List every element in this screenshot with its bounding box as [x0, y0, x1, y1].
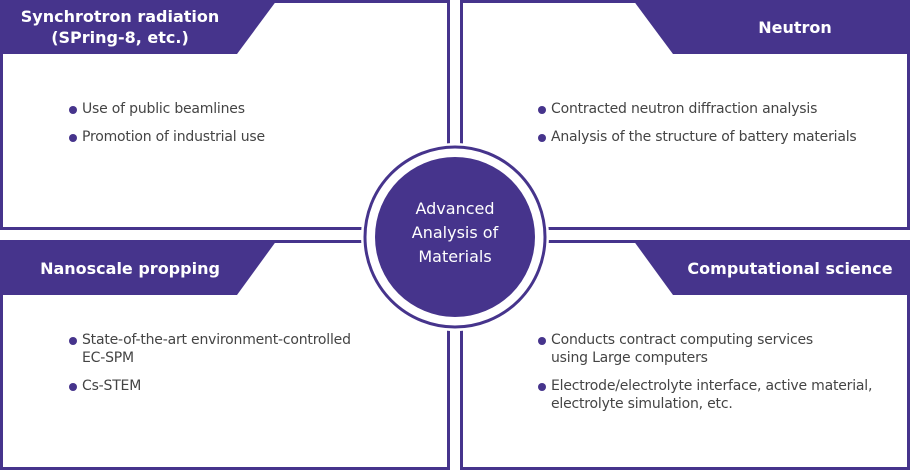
panel-title-nanoscale: Nanoscale propping [40, 259, 220, 278]
list-item: Conducts contract computing services usin… [537, 331, 872, 367]
list-item: Use of public beamlines [68, 100, 265, 118]
list-item: Electrode/electrolyte interface, active … [537, 377, 872, 413]
panel-title-computational: Computational science [687, 259, 893, 278]
banner-neutron [633, 0, 910, 54]
panel-title-neutron: Neutron [758, 18, 832, 37]
center-line: Materials [418, 247, 492, 266]
list-item: Promotion of industrial use [68, 128, 265, 146]
synchrotron-list: Use of public beamlines Promotion of ind… [68, 100, 265, 156]
neutron-list: Contracted neutron diffraction analysis … [537, 100, 857, 156]
item-line: Electrode/electrolyte interface, active … [551, 378, 873, 394]
center-line: Analysis of [411, 223, 499, 242]
center-circle [375, 157, 535, 317]
item-line: State-of-the-art environment-controlled [82, 332, 351, 348]
title-line: (SPring-8, etc.) [51, 28, 189, 47]
banner-synchrotron [0, 0, 277, 54]
center-line: Advanced [415, 199, 495, 218]
item-line: EC-SPM [82, 350, 134, 366]
list-item: Analysis of the structure of battery mat… [537, 128, 857, 146]
banner-computational [633, 240, 910, 295]
banner-nanoscale [0, 240, 277, 295]
list-item: Contracted neutron diffraction analysis [537, 100, 857, 118]
title-line: Synchrotron radiation [20, 7, 220, 26]
computational-list: Conducts contract computing services usin… [537, 331, 872, 423]
item-line: electrolyte simulation, etc. [551, 396, 733, 412]
item-line: Conducts contract computing services [551, 332, 813, 348]
item-line: using Large computers [551, 350, 708, 366]
panel-title-synchrotron: Synchrotron radiation (SPring-8, etc.) [0, 6, 240, 48]
center-label: Advanced Analysis of Materials [375, 197, 535, 269]
list-item: Cs-STEM [68, 377, 351, 395]
